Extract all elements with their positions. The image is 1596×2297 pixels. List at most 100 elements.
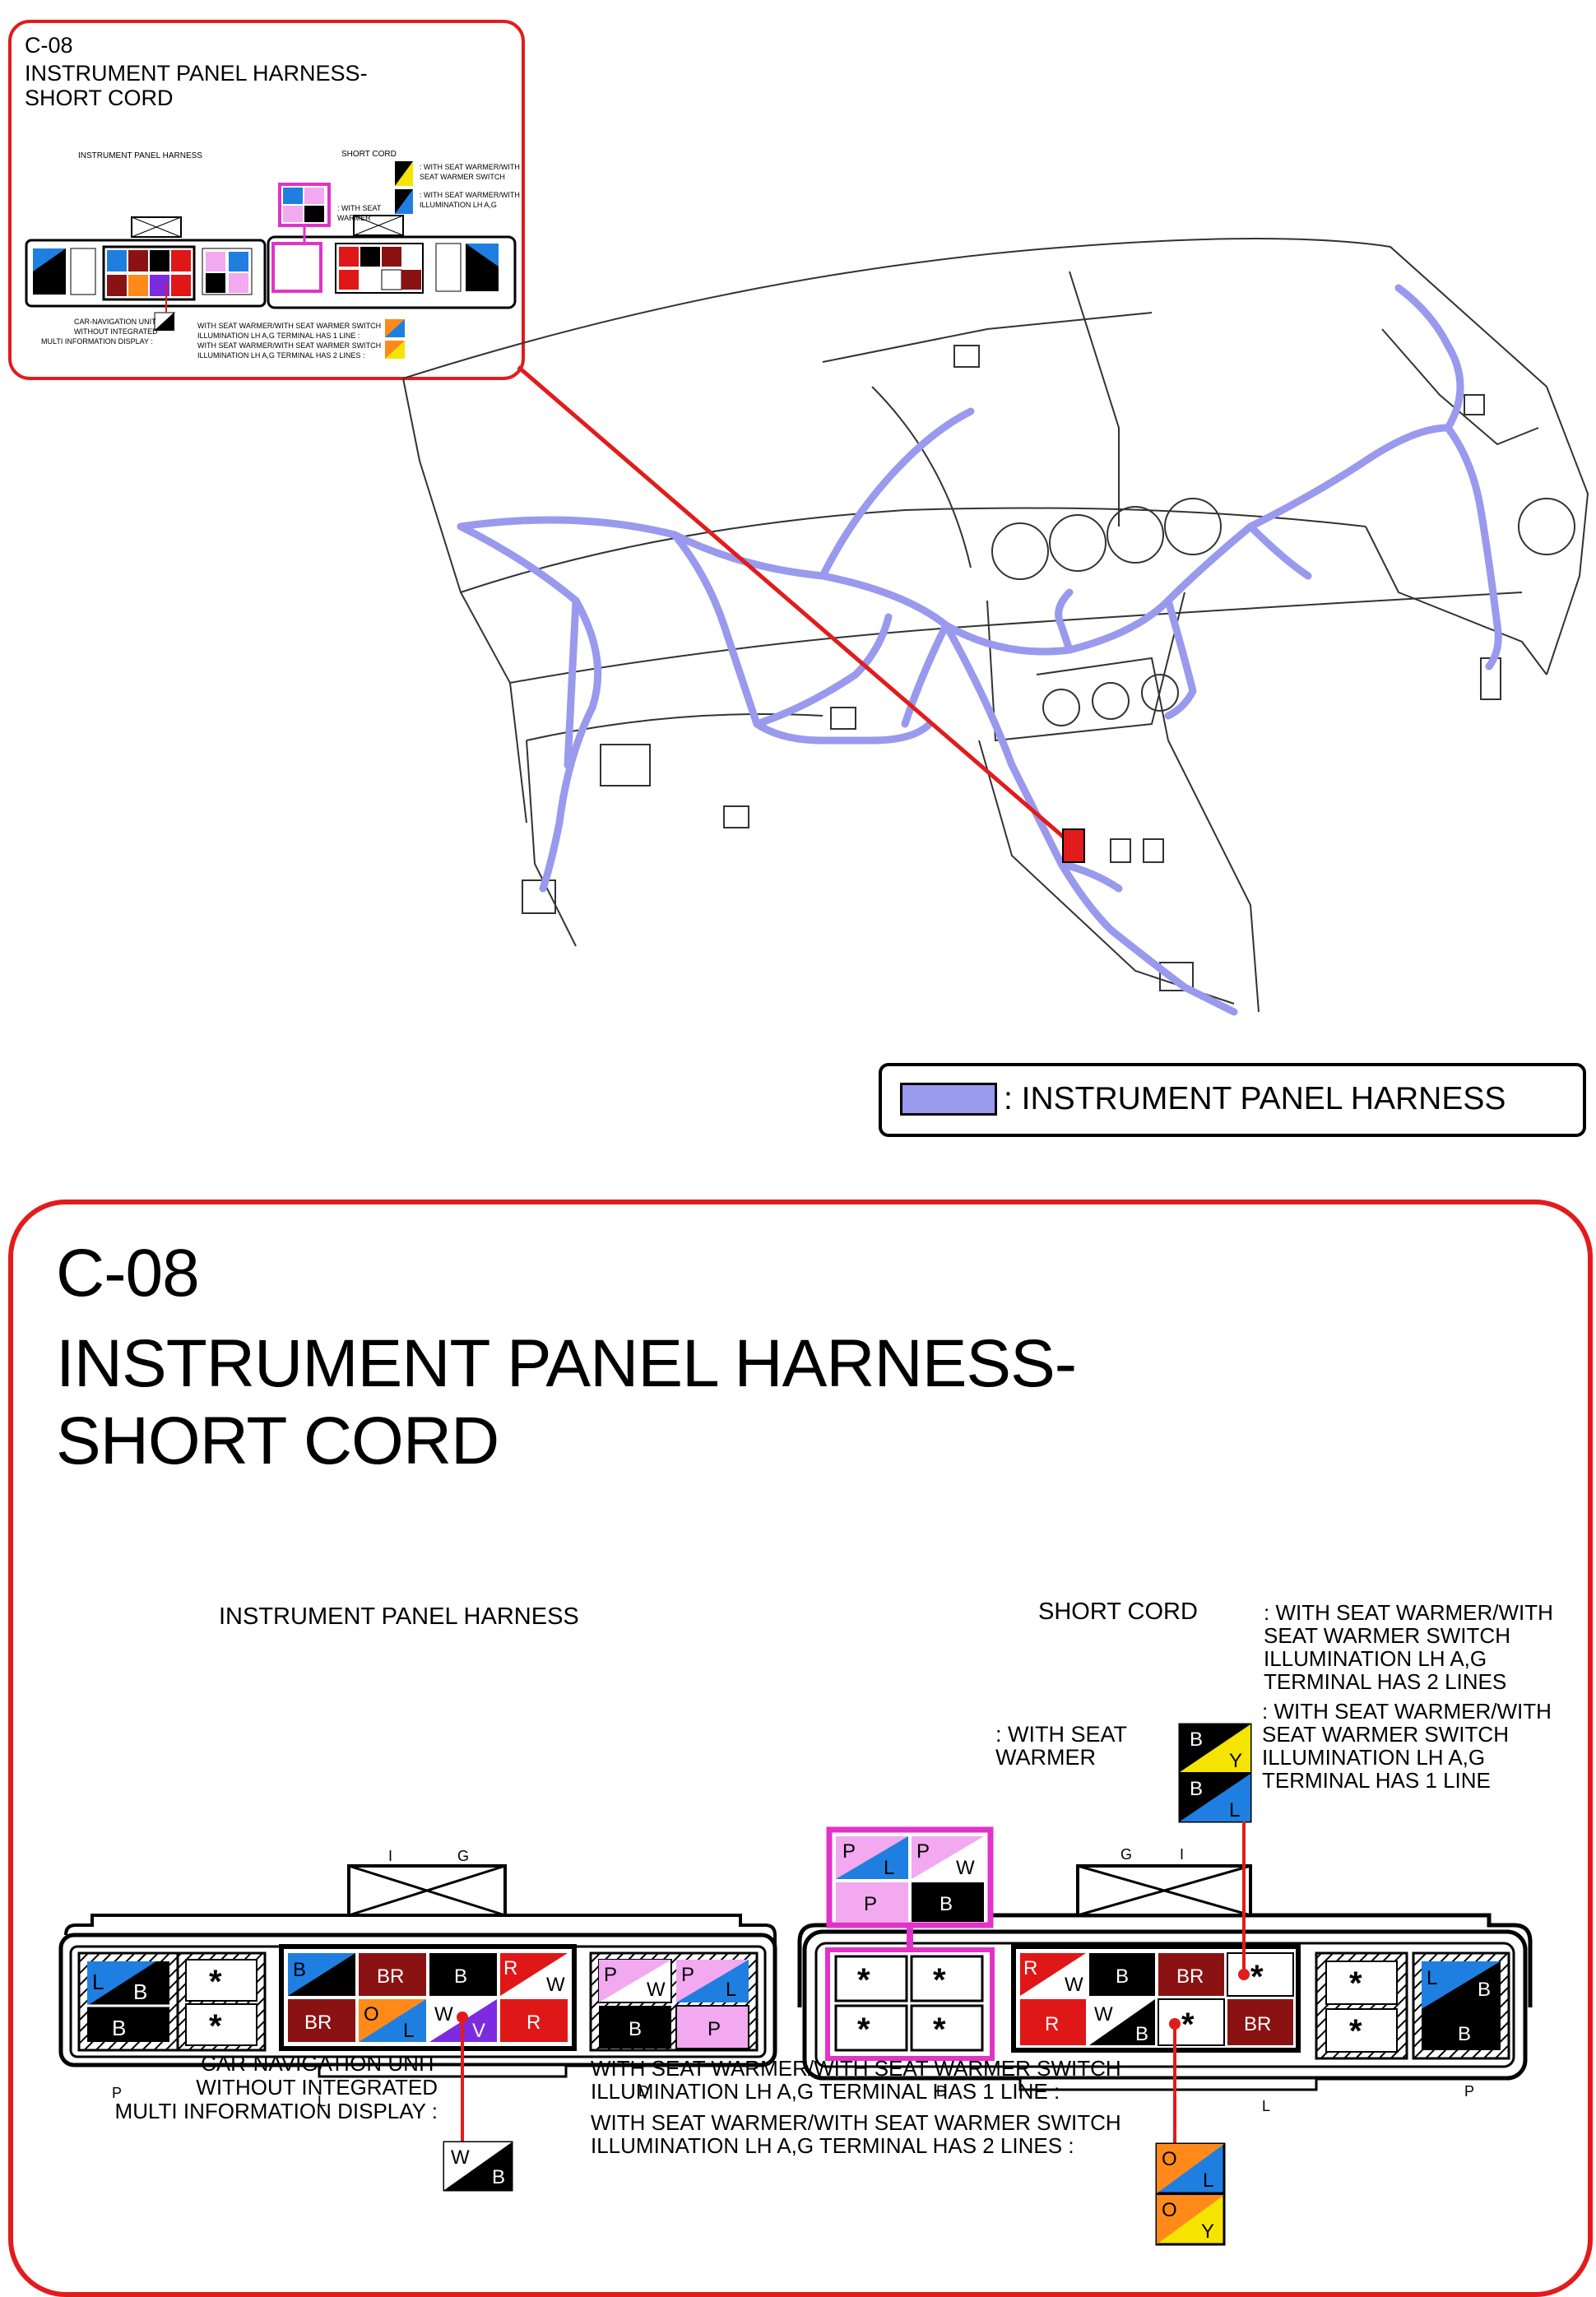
svg-text:R: R	[1023, 1957, 1037, 1979]
svg-text:BR: BR	[1244, 2013, 1271, 2035]
detail-panel	[8, 1200, 1593, 2297]
svg-text:P: P	[916, 1840, 930, 1863]
svg-text:P: P	[864, 1893, 877, 1915]
svg-text:P: P	[681, 1964, 694, 1986]
left-connector-name: INSTRUMENT PANEL HARNESS	[219, 1603, 579, 1630]
svg-text:L: L	[1427, 1967, 1437, 1989]
svg-text:*: *	[933, 1962, 946, 1998]
svg-text:L: L	[884, 1857, 894, 1879]
svg-text:R: R	[1045, 2013, 1059, 2035]
highlighted-connector	[1062, 828, 1085, 863]
svg-text:BR: BR	[1176, 1965, 1204, 1988]
left-bottom-label-d: D	[638, 2083, 649, 2100]
svg-text:B: B	[1190, 1729, 1203, 1751]
svg-text:W: W	[647, 1979, 666, 2001]
svg-text:B: B	[1190, 1778, 1203, 1800]
svg-text:L: L	[726, 1979, 736, 2001]
inset-title-line1: INSTRUMENT PANEL HARNESS-	[25, 61, 368, 86]
svg-text:Y: Y	[1201, 2220, 1214, 2243]
detail-title-line2: SHORT CORD	[56, 1404, 499, 1478]
svg-text:B: B	[454, 1965, 467, 1988]
note-carnav: CAR-NAVIGATION UNIT WITHOUT INTEGRATED M…	[114, 2051, 438, 2123]
note-sw-1line: : WITH SEAT WARMER/WITH SEAT WARMER SWIT…	[1262, 1699, 1552, 1793]
left-connector: L B B * * BL BR B RW BR OL WV R	[58, 1848, 777, 2192]
svg-text:ILLUMINATION LH A,G TERMINAL H: ILLUMINATION LH A,G TERMINAL HAS 1 LINE …	[197, 332, 360, 340]
svg-text:L: L	[1203, 2169, 1213, 2192]
svg-text:: WITH SEAT: : WITH SEAT	[337, 204, 382, 212]
inset-iph-label: INSTRUMENT PANEL HARNESS	[78, 151, 202, 160]
svg-text:CAR-NAVIGATION UNIT: CAR-NAVIGATION UNIT	[74, 318, 156, 326]
svg-text:*: *	[933, 2012, 946, 2048]
left-bottom-label-p: P	[112, 2085, 122, 2101]
svg-text:L: L	[92, 1970, 104, 1994]
note-seat-warmer: : WITH SEAT WARMER	[995, 1722, 1127, 1770]
inset-connector-id: C-08	[25, 33, 73, 58]
right-connector: * * * * RW B BR * R WB * BR * * L	[797, 1723, 1533, 2246]
left-top-label-g: G	[457, 1848, 469, 1864]
svg-text:B: B	[293, 1959, 306, 1981]
svg-text:B: B	[940, 1893, 953, 1915]
inset-title-line2: SHORT CORD	[25, 86, 174, 110]
note-sw-2lines: : WITH SEAT WARMER/WITH SEAT WARMER SWIT…	[1264, 1600, 1553, 1694]
svg-text:R: R	[527, 2012, 541, 2034]
svg-text:W: W	[546, 1974, 565, 1996]
svg-text:*: *	[1349, 2013, 1362, 2049]
svg-text:*: *	[857, 2012, 870, 2048]
right-bottom-label-p: P	[1464, 2083, 1474, 2100]
svg-text:WITH SEAT WARMER/WITH SEAT WAR: WITH SEAT WARMER/WITH SEAT WARMER SWITCH	[197, 341, 381, 350]
inset-mini-diagram: INSTRUMENT PANEL HARNESS SHORT CORD CAR-…	[25, 150, 520, 360]
inset-sc-label: SHORT CORD	[341, 150, 397, 159]
svg-text:L: L	[403, 2020, 414, 2042]
svg-text:WITHOUT INTEGRATED: WITHOUT INTEGRATED	[74, 327, 158, 336]
svg-text:W: W	[451, 2146, 470, 2169]
svg-text:B: B	[492, 2166, 505, 2188]
detail-connector-id: C-08	[56, 1236, 200, 1311]
svg-text:P: P	[842, 1840, 856, 1863]
svg-text:*: *	[857, 1962, 870, 1998]
svg-text:: WITH SEAT WARMER/WITH: : WITH SEAT WARMER/WITH	[420, 191, 520, 199]
svg-text:Y: Y	[1229, 1750, 1242, 1772]
connector-diagram: L B B * * BL BR B RW BR OL WV R	[58, 1723, 1533, 2246]
svg-text:W: W	[1065, 1974, 1083, 1996]
right-connector-name: SHORT CORD	[1038, 1599, 1198, 1625]
note-bottom-1line: WITH SEAT WARMER/WITH SEAT WARMER SWITCH…	[591, 2056, 1121, 2104]
svg-text:L: L	[1229, 1799, 1240, 1821]
right-bottom-label-d: D	[936, 2083, 947, 2100]
svg-text:O: O	[1162, 2148, 1177, 2170]
svg-text:MULTI INFORMATION DISPLAY :: MULTI INFORMATION DISPLAY :	[41, 337, 153, 346]
svg-text:ILLUMINATION LH A,G: ILLUMINATION LH A,G	[420, 201, 497, 209]
note-bottom-2lines: WITH SEAT WARMER/WITH SEAT WARMER SWITCH…	[591, 2110, 1121, 2158]
svg-text:*: *	[1181, 2007, 1195, 2043]
svg-text:P: P	[708, 2018, 721, 2040]
pointer-line	[517, 365, 1075, 847]
svg-text:*: *	[1349, 1965, 1362, 2002]
svg-text:W: W	[1094, 2003, 1113, 2026]
legend-label: : INSTRUMENT PANEL HARNESS	[1004, 1081, 1506, 1116]
right-top-label-g: G	[1120, 1846, 1132, 1863]
svg-text:B: B	[1135, 2023, 1148, 2045]
left-top-label-i: I	[388, 1848, 392, 1864]
legend-swatch	[900, 1083, 997, 1116]
inset-callout	[8, 20, 525, 380]
svg-text:B: B	[1478, 1979, 1491, 2001]
svg-text:B: B	[629, 2018, 642, 2040]
svg-text:O: O	[1162, 2199, 1177, 2221]
svg-text:V: V	[472, 2020, 485, 2042]
svg-text:W: W	[434, 2003, 453, 2026]
svg-text:ILLUMINATION LH A,G TERMINAL H: ILLUMINATION LH A,G TERMINAL HAS 2 LINES…	[197, 351, 364, 360]
svg-text:B: B	[1458, 2023, 1471, 2045]
svg-text:P: P	[604, 1964, 617, 1986]
svg-text:B: B	[133, 1979, 147, 2004]
dashboard-illustration	[402, 238, 1589, 1016]
svg-text:O: O	[364, 2003, 379, 2026]
svg-text:*: *	[209, 2008, 222, 2044]
svg-text:SEAT WARMER SWITCH: SEAT WARMER SWITCH	[420, 173, 505, 181]
svg-text:L: L	[331, 1974, 341, 1996]
svg-text:W: W	[956, 1857, 975, 1879]
svg-text:R: R	[503, 1957, 517, 1979]
svg-text:WARMER: WARMER	[337, 214, 371, 222]
svg-text:B: B	[112, 2016, 126, 2040]
right-bottom-label-l: L	[1262, 2098, 1270, 2114]
svg-text:*: *	[209, 1964, 222, 2000]
svg-text:*: *	[1250, 1959, 1264, 1995]
